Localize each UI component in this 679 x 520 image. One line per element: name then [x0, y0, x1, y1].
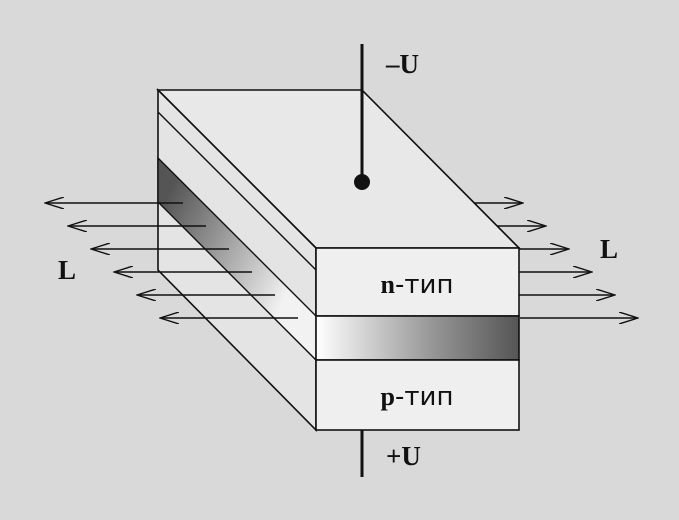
- n-type-letter: n: [381, 270, 396, 299]
- pn-junction-layer: [315, 315, 520, 361]
- n-type-suffix: -тип: [395, 270, 453, 300]
- top-edge-highlight: [157, 111, 317, 271]
- light-left-label: L: [58, 255, 76, 285]
- positive-voltage-label: +U: [386, 441, 421, 471]
- emitted-light-left-arrows: [46, 203, 298, 318]
- p-type-layer: [315, 359, 520, 431]
- p-type-letter: p: [381, 382, 395, 411]
- n-type-label: n-тип: [381, 270, 454, 300]
- light-right-label: L: [600, 234, 618, 264]
- negative-electrode-contact: [354, 174, 370, 190]
- negative-voltage-label: –U: [385, 49, 419, 79]
- p-type-suffix: -тип: [395, 382, 453, 412]
- p-type-label: p-тип: [381, 382, 454, 412]
- n-type-layer: [315, 247, 520, 317]
